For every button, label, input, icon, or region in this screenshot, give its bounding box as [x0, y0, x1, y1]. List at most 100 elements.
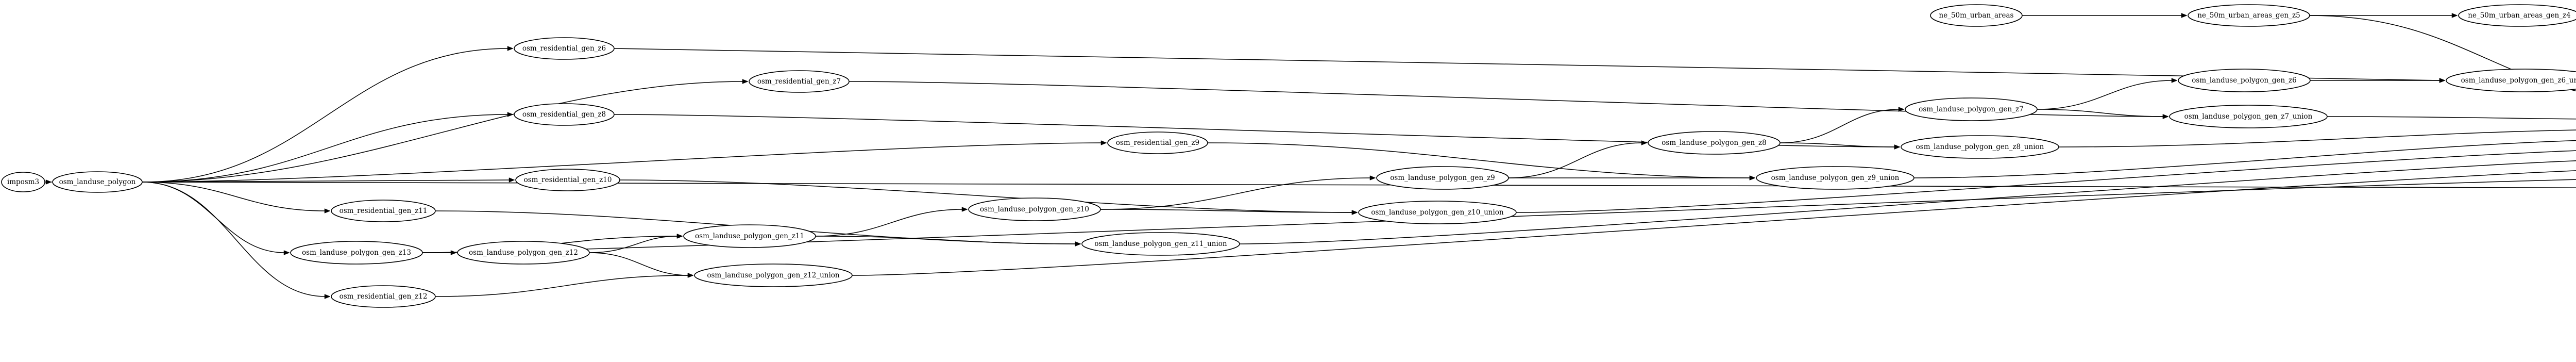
node-label: osm_landuse_polygon_gen_z11_union [1094, 240, 1227, 248]
node-label: osm_residential_gen_z8 [522, 110, 606, 119]
graph-edge [142, 81, 744, 183]
graph-node[interactable]: osm_landuse_polygon_gen_z10_union [1358, 201, 1517, 224]
edge-arrowhead [1641, 140, 1648, 145]
graph-edge [1516, 150, 2576, 213]
node-label: ne_50m_urban_areas_gen_z5 [2197, 11, 2300, 20]
edge-arrowhead [2439, 78, 2446, 83]
graph-node[interactable]: osm_landuse_polygon_gen_z8 [1648, 131, 1781, 155]
graph-node[interactable]: osm_landuse_polygon [52, 171, 143, 193]
node-label: osm_landuse_polygon_gen_z7_union [2184, 112, 2313, 121]
graph-node[interactable]: osm_landuse_polygon_gen_z9_union [1756, 166, 1914, 190]
node-shape [1756, 166, 1914, 190]
edge-arrowhead [1351, 210, 1358, 215]
graph-node[interactable]: osm_landuse_polygon_gen_z6 [2178, 69, 2311, 92]
graph-edge [852, 170, 2576, 276]
graph-node[interactable]: imposm3 [1, 172, 45, 192]
graph-node[interactable]: osm_landuse_polygon_gen_z6_union [2446, 69, 2576, 92]
edge-arrowhead [1075, 241, 1081, 246]
edge-arrowhead [507, 112, 514, 117]
edge-arrowhead [509, 177, 515, 183]
node-shape [52, 171, 143, 193]
node-label: imposm3 [7, 178, 39, 186]
node-shape [1107, 131, 1208, 154]
edge-arrowhead [2451, 13, 2458, 18]
graph-node[interactable]: ne_50m_urban_areas [1930, 4, 2023, 27]
node-label: osm_landuse_polygon_gen_z9 [1390, 174, 1495, 182]
node-shape [290, 241, 423, 265]
edge-arrowhead [2171, 78, 2178, 83]
node-label: osm_landuse_polygon [59, 178, 136, 186]
node-label: osm_residential_gen_z9 [1116, 139, 1199, 147]
graph-edge [2327, 116, 2576, 120]
graph-node[interactable]: osm_landuse_polygon_gen_z7_union [2169, 105, 2328, 128]
graph-node[interactable]: osm_landuse_polygon_gen_z10 [968, 198, 1101, 221]
node-label: osm_residential_gen_z10 [524, 176, 612, 184]
graph-node[interactable]: osm_residential_gen_z6 [514, 37, 615, 60]
edge-arrowhead [507, 46, 514, 51]
node-label: osm_landuse_polygon_gen_z9_union [1771, 174, 1900, 182]
node-shape [515, 169, 620, 191]
graph-node[interactable]: osm_landuse_polygon_gen_z11 [683, 224, 816, 248]
node-shape [1376, 166, 1509, 190]
graph-node[interactable]: osm_residential_gen_z11 [331, 200, 436, 222]
graph-edge [142, 182, 326, 297]
node-shape [331, 200, 436, 222]
node-shape [2178, 69, 2311, 92]
graph-node[interactable]: osm_landuse_polygon_gen_z12_union [694, 264, 853, 287]
graph-edge [1508, 142, 1643, 178]
node-label: osm_residential_gen_z7 [757, 77, 841, 86]
graph-edge [2037, 80, 2173, 110]
graph-node[interactable]: osm_residential_gen_z9 [1107, 131, 1208, 154]
node-shape [331, 285, 436, 308]
graph-node[interactable]: osm_landuse_polygon_gen_z9 [1376, 166, 1509, 190]
graph-edge [589, 236, 679, 253]
edge-arrowhead [1894, 144, 1901, 150]
graph-node[interactable]: osm_landuse_polygon_gen_z13 [290, 241, 423, 265]
node-shape [457, 241, 590, 265]
graph-edge [1207, 142, 1751, 178]
node-shape [1930, 4, 2023, 27]
graph-edge [422, 179, 2576, 253]
node-label: osm_landuse_polygon_gen_z8 [1662, 139, 1766, 147]
graph-edge [2037, 109, 2164, 117]
node-shape [2446, 69, 2576, 92]
node-shape [2169, 105, 2328, 128]
graph-node[interactable]: osm_residential_gen_z10 [515, 169, 620, 191]
node-shape [968, 198, 1101, 221]
node-label: osm_landuse_polygon_gen_z13 [302, 249, 411, 257]
edge-arrowhead [324, 294, 331, 299]
graph-edge [142, 114, 509, 183]
graph-edge [1100, 177, 1371, 210]
node-shape [1081, 232, 1240, 256]
graph-node[interactable]: osm_residential_gen_z8 [514, 103, 615, 126]
edge-arrowhead [2181, 13, 2188, 18]
edge-arrowhead [1749, 175, 1756, 180]
graph-node[interactable]: osm_landuse_polygon_gen_z12 [457, 241, 590, 265]
edge-arrowhead [1100, 140, 1107, 145]
graph-edge [589, 252, 689, 276]
graph-node[interactable]: osm_landuse_polygon_gen_z8_union [1901, 135, 2059, 159]
graph-node[interactable]: ne_50m_urban_areas_gen_z5 [2188, 4, 2310, 27]
edge-arrowhead [961, 207, 968, 212]
node-label: osm_landuse_polygon_gen_z6_union [2461, 76, 2576, 85]
graph-node[interactable]: osm_landuse_polygon_gen_z7 [1905, 97, 2038, 121]
node-shape [1, 172, 45, 192]
node-shape [514, 103, 615, 126]
graph-node[interactable]: ne_50m_urban_areas_gen_z4 [2458, 4, 2576, 27]
node-label: osm_landuse_polygon_gen_z11 [695, 232, 804, 240]
graph-node[interactable]: osm_residential_gen_z7 [749, 70, 850, 93]
edge-arrowhead [676, 234, 683, 239]
graph-node[interactable]: osm_residential_gen_z12 [331, 285, 436, 308]
node-label: osm_landuse_polygon_gen_z12_union [707, 271, 840, 279]
node-label: osm_landuse_polygon_gen_z8_union [1916, 143, 2044, 151]
graph-node[interactable]: osm_landuse_polygon_gen_z11_union [1081, 232, 1240, 256]
graph-edge [2309, 15, 2576, 92]
node-layer: imposm3 osm_landuse_polygon osm_residentia… [1, 4, 2576, 308]
graph-edge [1913, 140, 2576, 178]
node-shape [1905, 97, 2038, 121]
node-shape [2188, 4, 2310, 27]
node-shape [1901, 135, 2059, 159]
node-shape [1358, 201, 1517, 224]
